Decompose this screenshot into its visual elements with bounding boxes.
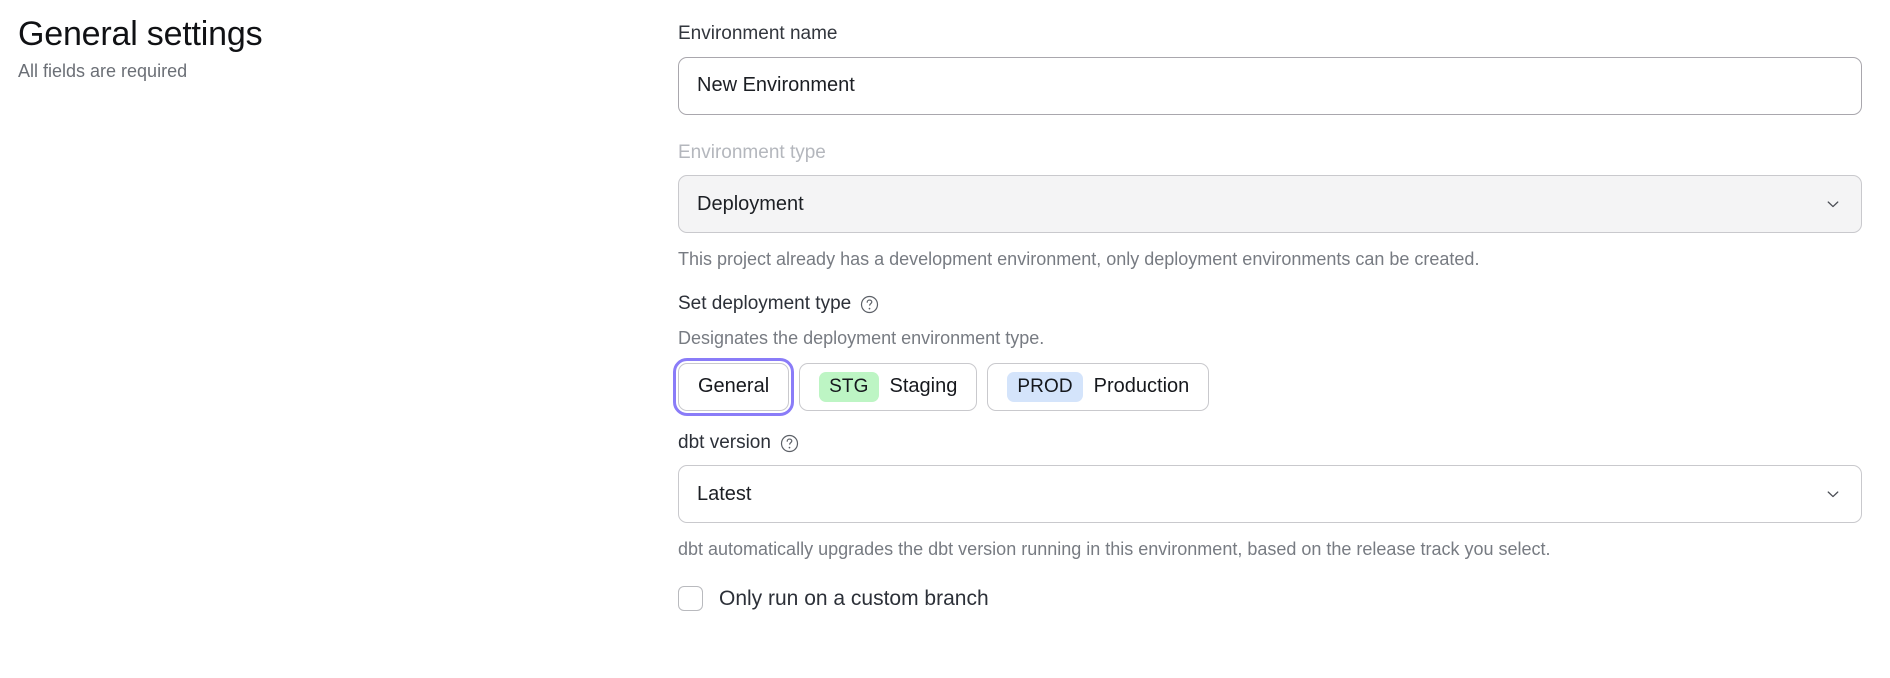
staging-badge: STG <box>819 371 879 402</box>
chevron-down-icon <box>1825 196 1841 212</box>
environment-type-label-text: Environment type <box>678 141 826 163</box>
custom-branch-field[interactable]: Only run on a custom branch <box>678 585 1862 611</box>
settings-form: Environment name New Environment Environ… <box>672 22 1862 611</box>
deployment-type-helper: Designates the deployment environment ty… <box>678 328 1045 349</box>
spacer <box>678 115 1862 141</box>
dbt-version-helper: dbt automatically upgrades the dbt versi… <box>678 539 1551 560</box>
dbt-version-value: Latest <box>697 482 752 505</box>
page-subtitle: All fields are required <box>18 61 188 82</box>
deployment-type-label: Set deployment type <box>678 292 1862 317</box>
environment-type-label: Environment type <box>678 141 1862 166</box>
deployment-type-option-staging-label: Staging <box>889 375 958 398</box>
custom-branch-label: Only run on a custom branch <box>719 586 989 610</box>
question-circle-icon[interactable] <box>780 434 799 453</box>
spacer <box>678 272 1862 292</box>
environment-type-value: Deployment <box>697 192 804 215</box>
custom-branch-checkbox[interactable] <box>678 585 703 611</box>
settings-header: General settings All fields are required <box>18 14 638 84</box>
dbt-version-field: dbt version Latest dbt aut <box>678 431 1862 562</box>
deployment-type-option-general[interactable]: General <box>672 357 795 416</box>
spacer <box>678 411 1862 431</box>
deployment-type-field: Set deployment type Designates the deplo… <box>672 292 1862 416</box>
environment-name-label-text: Environment name <box>678 23 838 44</box>
chevron-down-icon <box>1825 486 1841 502</box>
spacer <box>678 523 1862 537</box>
page-title: General settings <box>18 15 263 53</box>
spacer <box>678 233 1862 247</box>
deployment-type-option-staging[interactable]: STG Staging <box>799 362 978 411</box>
environment-name-field: Environment name New Environment <box>678 22 1862 115</box>
dbt-version-label: dbt version <box>678 431 1862 456</box>
environment-name-label: Environment name <box>678 22 1862 47</box>
environment-name-value: New Environment <box>697 74 855 97</box>
dbt-version-select[interactable]: Latest <box>678 465 1862 524</box>
deployment-type-label-text: Set deployment type <box>678 292 852 314</box>
environment-type-select[interactable]: Deployment <box>678 175 1862 234</box>
deployment-type-options: General STG Staging PROD Production <box>672 357 1862 416</box>
deployment-type-option-production-label: Production <box>1093 375 1190 398</box>
production-badge: PROD <box>1007 371 1083 402</box>
environment-type-helper: This project already has a development e… <box>678 249 1480 270</box>
dbt-version-label-text: dbt version <box>678 431 771 453</box>
environment-name-input[interactable]: New Environment <box>678 56 1862 115</box>
deployment-type-option-general-label: General <box>698 375 770 398</box>
environment-type-field: Environment type Deployment This project… <box>678 141 1862 272</box>
question-circle-icon[interactable] <box>860 295 879 314</box>
deployment-type-option-production[interactable]: PROD Production <box>987 362 1210 411</box>
